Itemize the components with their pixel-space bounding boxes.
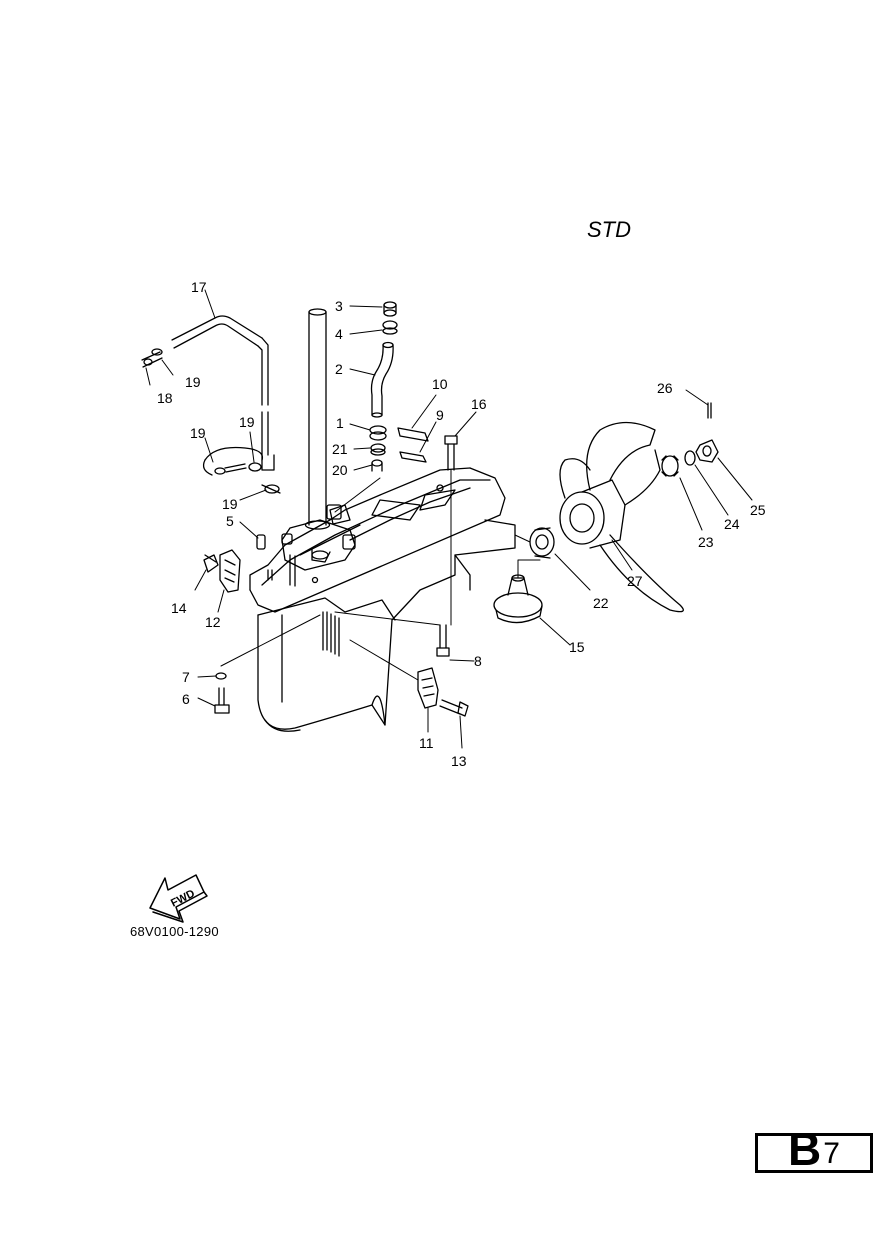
leader-lines xyxy=(145,289,753,749)
callout-12: 12 xyxy=(205,614,221,630)
anode-11 xyxy=(417,667,469,717)
callout-19-b: 19 xyxy=(190,425,206,441)
callout-4: 4 xyxy=(335,326,343,342)
drive-shaft xyxy=(304,308,331,530)
hose-17 xyxy=(141,315,281,581)
callout-21: 21 xyxy=(332,441,348,457)
callout-17: 17 xyxy=(191,279,207,295)
lower-casing xyxy=(257,519,516,732)
callout-13: 13 xyxy=(451,753,467,769)
trim-tab-12 xyxy=(203,549,241,593)
page-number: 7 xyxy=(823,1137,840,1170)
mounting-plate xyxy=(249,467,506,613)
callout-25: 25 xyxy=(750,502,766,518)
callout-23: 23 xyxy=(698,534,714,550)
page-letter: B xyxy=(788,1123,822,1175)
callout-16: 16 xyxy=(471,396,487,412)
callout-20: 20 xyxy=(332,462,348,478)
spacer-22 xyxy=(529,527,555,559)
callout-9: 9 xyxy=(436,407,444,423)
callout-15: 15 xyxy=(569,639,585,655)
callout-26: 26 xyxy=(657,380,673,396)
callout-14: 14 xyxy=(171,600,187,616)
callout-6: 6 xyxy=(182,691,190,707)
callout-18: 18 xyxy=(157,390,173,406)
callout-11: 11 xyxy=(419,735,434,751)
cover-15 xyxy=(493,574,543,624)
callout-7: 7 xyxy=(182,669,190,685)
water-tube xyxy=(369,301,398,472)
fwd-label: FWD xyxy=(169,888,197,910)
bolt-6 xyxy=(214,672,230,714)
callout-10: 10 xyxy=(432,376,448,392)
fwd-arrow-icon xyxy=(149,874,208,923)
std-label: STD xyxy=(587,217,631,242)
callout-19-c: 19 xyxy=(239,414,255,430)
callout-24: 24 xyxy=(724,516,740,532)
callout-8: 8 xyxy=(474,653,482,669)
callout-3: 3 xyxy=(335,298,343,314)
callout-19-d: 19 xyxy=(222,496,238,512)
callout-27: 27 xyxy=(627,573,643,589)
callout-5: 5 xyxy=(226,513,234,529)
page-indicator: B 7 xyxy=(755,1126,873,1173)
prop-hardware xyxy=(661,402,719,477)
drawing-code: 68V0100-1290 xyxy=(130,924,219,939)
callout-19-a: 19 xyxy=(185,374,201,390)
propeller-27 xyxy=(559,421,684,613)
callout-2: 2 xyxy=(335,361,343,377)
callout-1: 1 xyxy=(336,415,344,431)
callout-22: 22 xyxy=(593,595,609,611)
callout-labels: 3 4 2 1 21 20 10 9 16 17 19 18 19 19 19 … xyxy=(157,279,766,769)
bolt-16 xyxy=(436,435,458,657)
seal-rubbers xyxy=(397,427,429,463)
